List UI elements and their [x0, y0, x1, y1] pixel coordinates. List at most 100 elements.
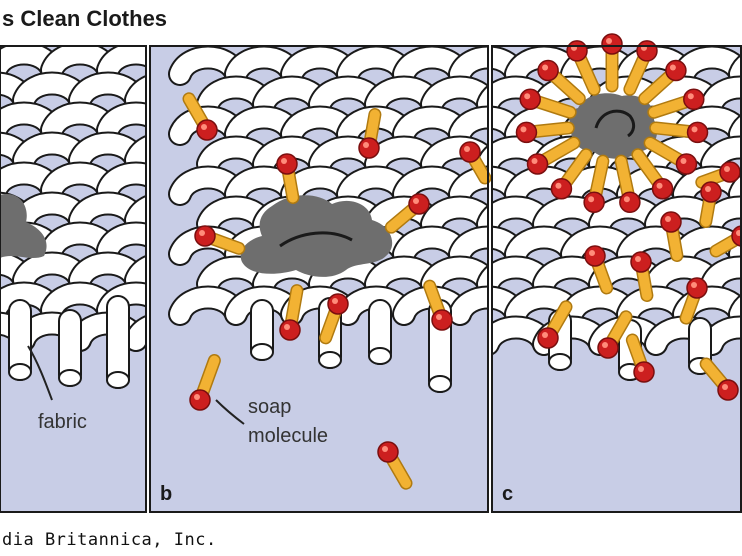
soap-head-highlight — [623, 196, 630, 203]
soap-head — [683, 88, 705, 111]
soap-head — [601, 33, 623, 55]
fiber-edge-c — [594, 109, 636, 138]
soap-head-highlight — [665, 216, 671, 222]
panel-b-border — [149, 45, 489, 513]
soap-head-highlight — [656, 182, 663, 189]
soap-head — [566, 40, 588, 62]
soap-head-highlight — [680, 158, 687, 164]
soap-head-highlight — [464, 146, 470, 152]
fabric-fiber — [126, 257, 146, 290]
fabric-fiber — [98, 223, 146, 260]
soap-head — [550, 177, 573, 200]
fabric-fiber — [126, 317, 146, 350]
fabric-fiber — [450, 107, 488, 144]
fiber-end — [318, 351, 342, 369]
soap-molecules-b — [182, 92, 492, 490]
soap-head — [279, 319, 301, 341]
soap-head-highlight — [555, 182, 562, 189]
fabric-fiber — [450, 227, 488, 264]
soap-molecules-c — [515, 33, 742, 401]
soap-head-highlight — [281, 158, 287, 164]
diagram-title: s Clean Clothes — [2, 6, 168, 31]
soap-head — [633, 361, 655, 383]
soap-head-highlight — [602, 342, 608, 348]
soap-head-highlight — [691, 126, 698, 133]
soap-head — [276, 153, 298, 175]
fabric-fiber — [450, 167, 488, 204]
soap-head-highlight — [635, 256, 641, 262]
copyright-credit: dia Britannica, Inc. — [2, 530, 217, 550]
soap-label-line2: molecule — [248, 425, 328, 447]
soap-head — [636, 40, 658, 62]
soap-head-highlight — [199, 230, 205, 236]
soap-head-highlight — [724, 166, 730, 172]
soap-head — [686, 121, 709, 144]
soap-head-highlight — [638, 366, 644, 372]
fabric-fiber — [450, 47, 488, 84]
fabric-fiber — [98, 163, 146, 200]
soap-head — [189, 389, 211, 411]
soap-head — [519, 88, 541, 111]
soap-head-highlight — [201, 124, 207, 130]
fabric-weave-a — [0, 46, 146, 389]
soap-head — [583, 191, 605, 214]
soap-head-highlight — [705, 186, 711, 192]
dirt-stain-b — [240, 195, 393, 277]
panel-letter-c: c — [502, 483, 513, 505]
dirt-particle-c — [569, 93, 658, 159]
soap-head — [377, 441, 399, 463]
panel-c-border — [491, 45, 742, 513]
soap-head-highlight — [606, 38, 612, 44]
soap-head-highlight — [589, 250, 595, 256]
fiber-end — [250, 343, 274, 361]
fiber-end — [428, 375, 452, 393]
soap-head — [700, 181, 722, 203]
soap-head — [431, 309, 453, 331]
soap-head — [630, 251, 652, 273]
soap-head — [537, 327, 559, 349]
soap-head — [686, 277, 708, 299]
fabric-fiber — [126, 197, 146, 230]
fiber-end — [548, 353, 572, 371]
panel-a-border — [0, 45, 147, 513]
fiber-end — [106, 371, 130, 389]
panel-letter-b: b — [160, 483, 172, 505]
soap-head-highlight — [382, 446, 388, 452]
soap-head — [651, 177, 674, 200]
soap-head — [665, 59, 687, 82]
soap-head-highlight — [524, 93, 531, 100]
soap-head — [537, 59, 559, 82]
fabric-fiber — [98, 46, 146, 80]
soap-head-highlight — [363, 142, 369, 148]
soap-head — [408, 193, 430, 215]
soap-head-highlight — [284, 324, 290, 330]
soap-head — [717, 379, 739, 401]
soap-head-highlight — [194, 394, 200, 400]
soap-head — [515, 121, 538, 144]
dirt-stain-a — [0, 194, 47, 258]
soap-head — [675, 153, 698, 175]
fabric-fiber — [450, 287, 488, 324]
soap-head-highlight — [669, 64, 676, 71]
fabric-leader-line — [27, 345, 53, 401]
soap-head — [526, 153, 549, 175]
soap-head-highlight — [332, 298, 338, 304]
fiber-edge — [279, 231, 353, 248]
fabric-fiber — [98, 103, 146, 140]
soap-head-highlight — [531, 158, 538, 164]
soap-head-highlight — [436, 314, 442, 320]
soap-head — [660, 211, 682, 233]
fabric-fiber — [126, 77, 146, 110]
soap-label-line1: soap — [248, 396, 291, 418]
fiber-end — [368, 347, 392, 365]
soap-head — [597, 337, 619, 359]
fiber-end — [8, 363, 32, 381]
soap-head-highlight — [542, 64, 549, 71]
fiber-end — [58, 369, 82, 387]
fabric-fiber — [126, 137, 146, 170]
soap-head-highlight — [691, 282, 697, 288]
fabric-label: fabric — [38, 411, 87, 433]
soap-head — [196, 119, 218, 141]
soap-head-highlight — [542, 332, 548, 338]
